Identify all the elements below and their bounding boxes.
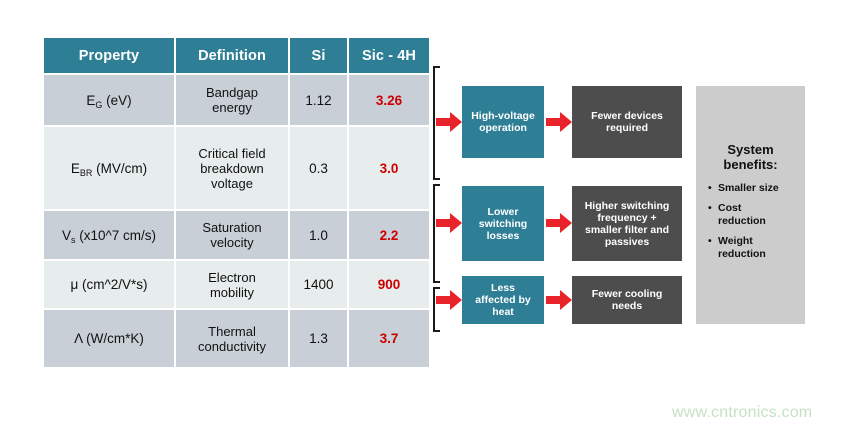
cell-definition: Critical field breakdown voltage bbox=[176, 127, 288, 209]
property-subscript: BR bbox=[79, 167, 93, 178]
arrow-right-icon bbox=[436, 111, 462, 133]
cell-sic-value: 900 bbox=[349, 261, 429, 308]
arrow-right-icon bbox=[546, 111, 572, 133]
cell-si-value: 1.12 bbox=[290, 75, 347, 125]
property-symbol: μ (cm^2/V*s) bbox=[70, 277, 148, 292]
property-units: (eV) bbox=[102, 92, 132, 108]
cell-property: EG (eV) bbox=[44, 75, 174, 125]
arrow-right-icon bbox=[436, 289, 462, 311]
cell-property: Λ (W/cm*K) bbox=[44, 310, 174, 367]
column-header-si: Si bbox=[290, 38, 347, 73]
cell-definition: Thermal conductivity bbox=[176, 310, 288, 367]
flow-cause-box-1: High-voltage operation bbox=[462, 86, 544, 158]
column-header-definition: Definition bbox=[176, 38, 288, 73]
cell-definition: Saturation velocity bbox=[176, 211, 288, 259]
cell-property: Vs (x10^7 cm/s) bbox=[44, 211, 174, 259]
property-subscript: G bbox=[95, 99, 103, 110]
system-benefits-panel: System benefits: Smaller size Cost reduc… bbox=[696, 86, 805, 324]
table-row: μ (cm^2/V*s) Electron mobility 1400 900 bbox=[44, 261, 429, 308]
cell-sic-value: 3.0 bbox=[349, 127, 429, 209]
list-item: Cost reduction bbox=[708, 202, 795, 227]
group-bracket-1 bbox=[433, 66, 440, 180]
property-symbol: E bbox=[70, 160, 80, 176]
table-row: Λ (W/cm*K) Thermal conductivity 1.3 3.7 bbox=[44, 310, 429, 367]
cell-definition: Electron mobility bbox=[176, 261, 288, 308]
group-bracket-2 bbox=[433, 184, 440, 283]
cell-sic-value: 2.2 bbox=[349, 211, 429, 259]
table-header-row: Property Definition Si Sic - 4H bbox=[44, 38, 429, 73]
cell-si-value: 0.3 bbox=[290, 127, 347, 209]
arrow-right-icon bbox=[436, 212, 462, 234]
property-symbol: Λ (W/cm*K) bbox=[74, 331, 144, 346]
cell-property: μ (cm^2/V*s) bbox=[44, 261, 174, 308]
flow-cause-box-2: Lower switching losses bbox=[462, 186, 544, 261]
cell-definition: Bandgap energy bbox=[176, 75, 288, 125]
property-subscript: s bbox=[70, 234, 76, 245]
watermark-text: www.cntronics.com bbox=[672, 404, 813, 421]
cell-property: EBR (MV/cm) bbox=[44, 127, 174, 209]
cell-si-value: 1.0 bbox=[290, 211, 347, 259]
flow-effect-box-3: Fewer cooling needs bbox=[572, 276, 682, 324]
cell-sic-value: 3.26 bbox=[349, 75, 429, 125]
flow-effect-box-2: Higher switching frequency + smaller fil… bbox=[572, 186, 682, 261]
flow-cause-box-3: Less affected by heat bbox=[462, 276, 544, 324]
property-units: (x10^7 cm/s) bbox=[75, 227, 157, 243]
cell-sic-value: 3.7 bbox=[349, 310, 429, 367]
table-row: Vs (x10^7 cm/s) Saturation velocity 1.0 … bbox=[44, 211, 429, 259]
arrow-right-icon bbox=[546, 289, 572, 311]
property-comparison-table: Property Definition Si Sic - 4H EG (eV) … bbox=[42, 36, 431, 369]
list-item: Weight reduction bbox=[708, 235, 795, 260]
benefits-title: System benefits: bbox=[723, 141, 778, 172]
cell-si-value: 1.3 bbox=[290, 310, 347, 367]
property-symbol: V bbox=[61, 227, 71, 243]
flow-effect-box-1: Fewer devices required bbox=[572, 86, 682, 158]
table-row: EBR (MV/cm) Critical field breakdown vol… bbox=[44, 127, 429, 209]
group-bracket-3 bbox=[433, 287, 440, 332]
column-header-sic: Sic - 4H bbox=[349, 38, 429, 73]
list-item: Smaller size bbox=[708, 182, 795, 195]
benefits-list: Smaller size Cost reduction Weight reduc… bbox=[706, 182, 795, 269]
property-symbol: E bbox=[86, 92, 96, 108]
cell-si-value: 1400 bbox=[290, 261, 347, 308]
arrow-right-icon bbox=[546, 212, 572, 234]
column-header-property: Property bbox=[44, 38, 174, 73]
property-units: (MV/cm) bbox=[92, 160, 148, 176]
table-row: EG (eV) Bandgap energy 1.12 3.26 bbox=[44, 75, 429, 125]
